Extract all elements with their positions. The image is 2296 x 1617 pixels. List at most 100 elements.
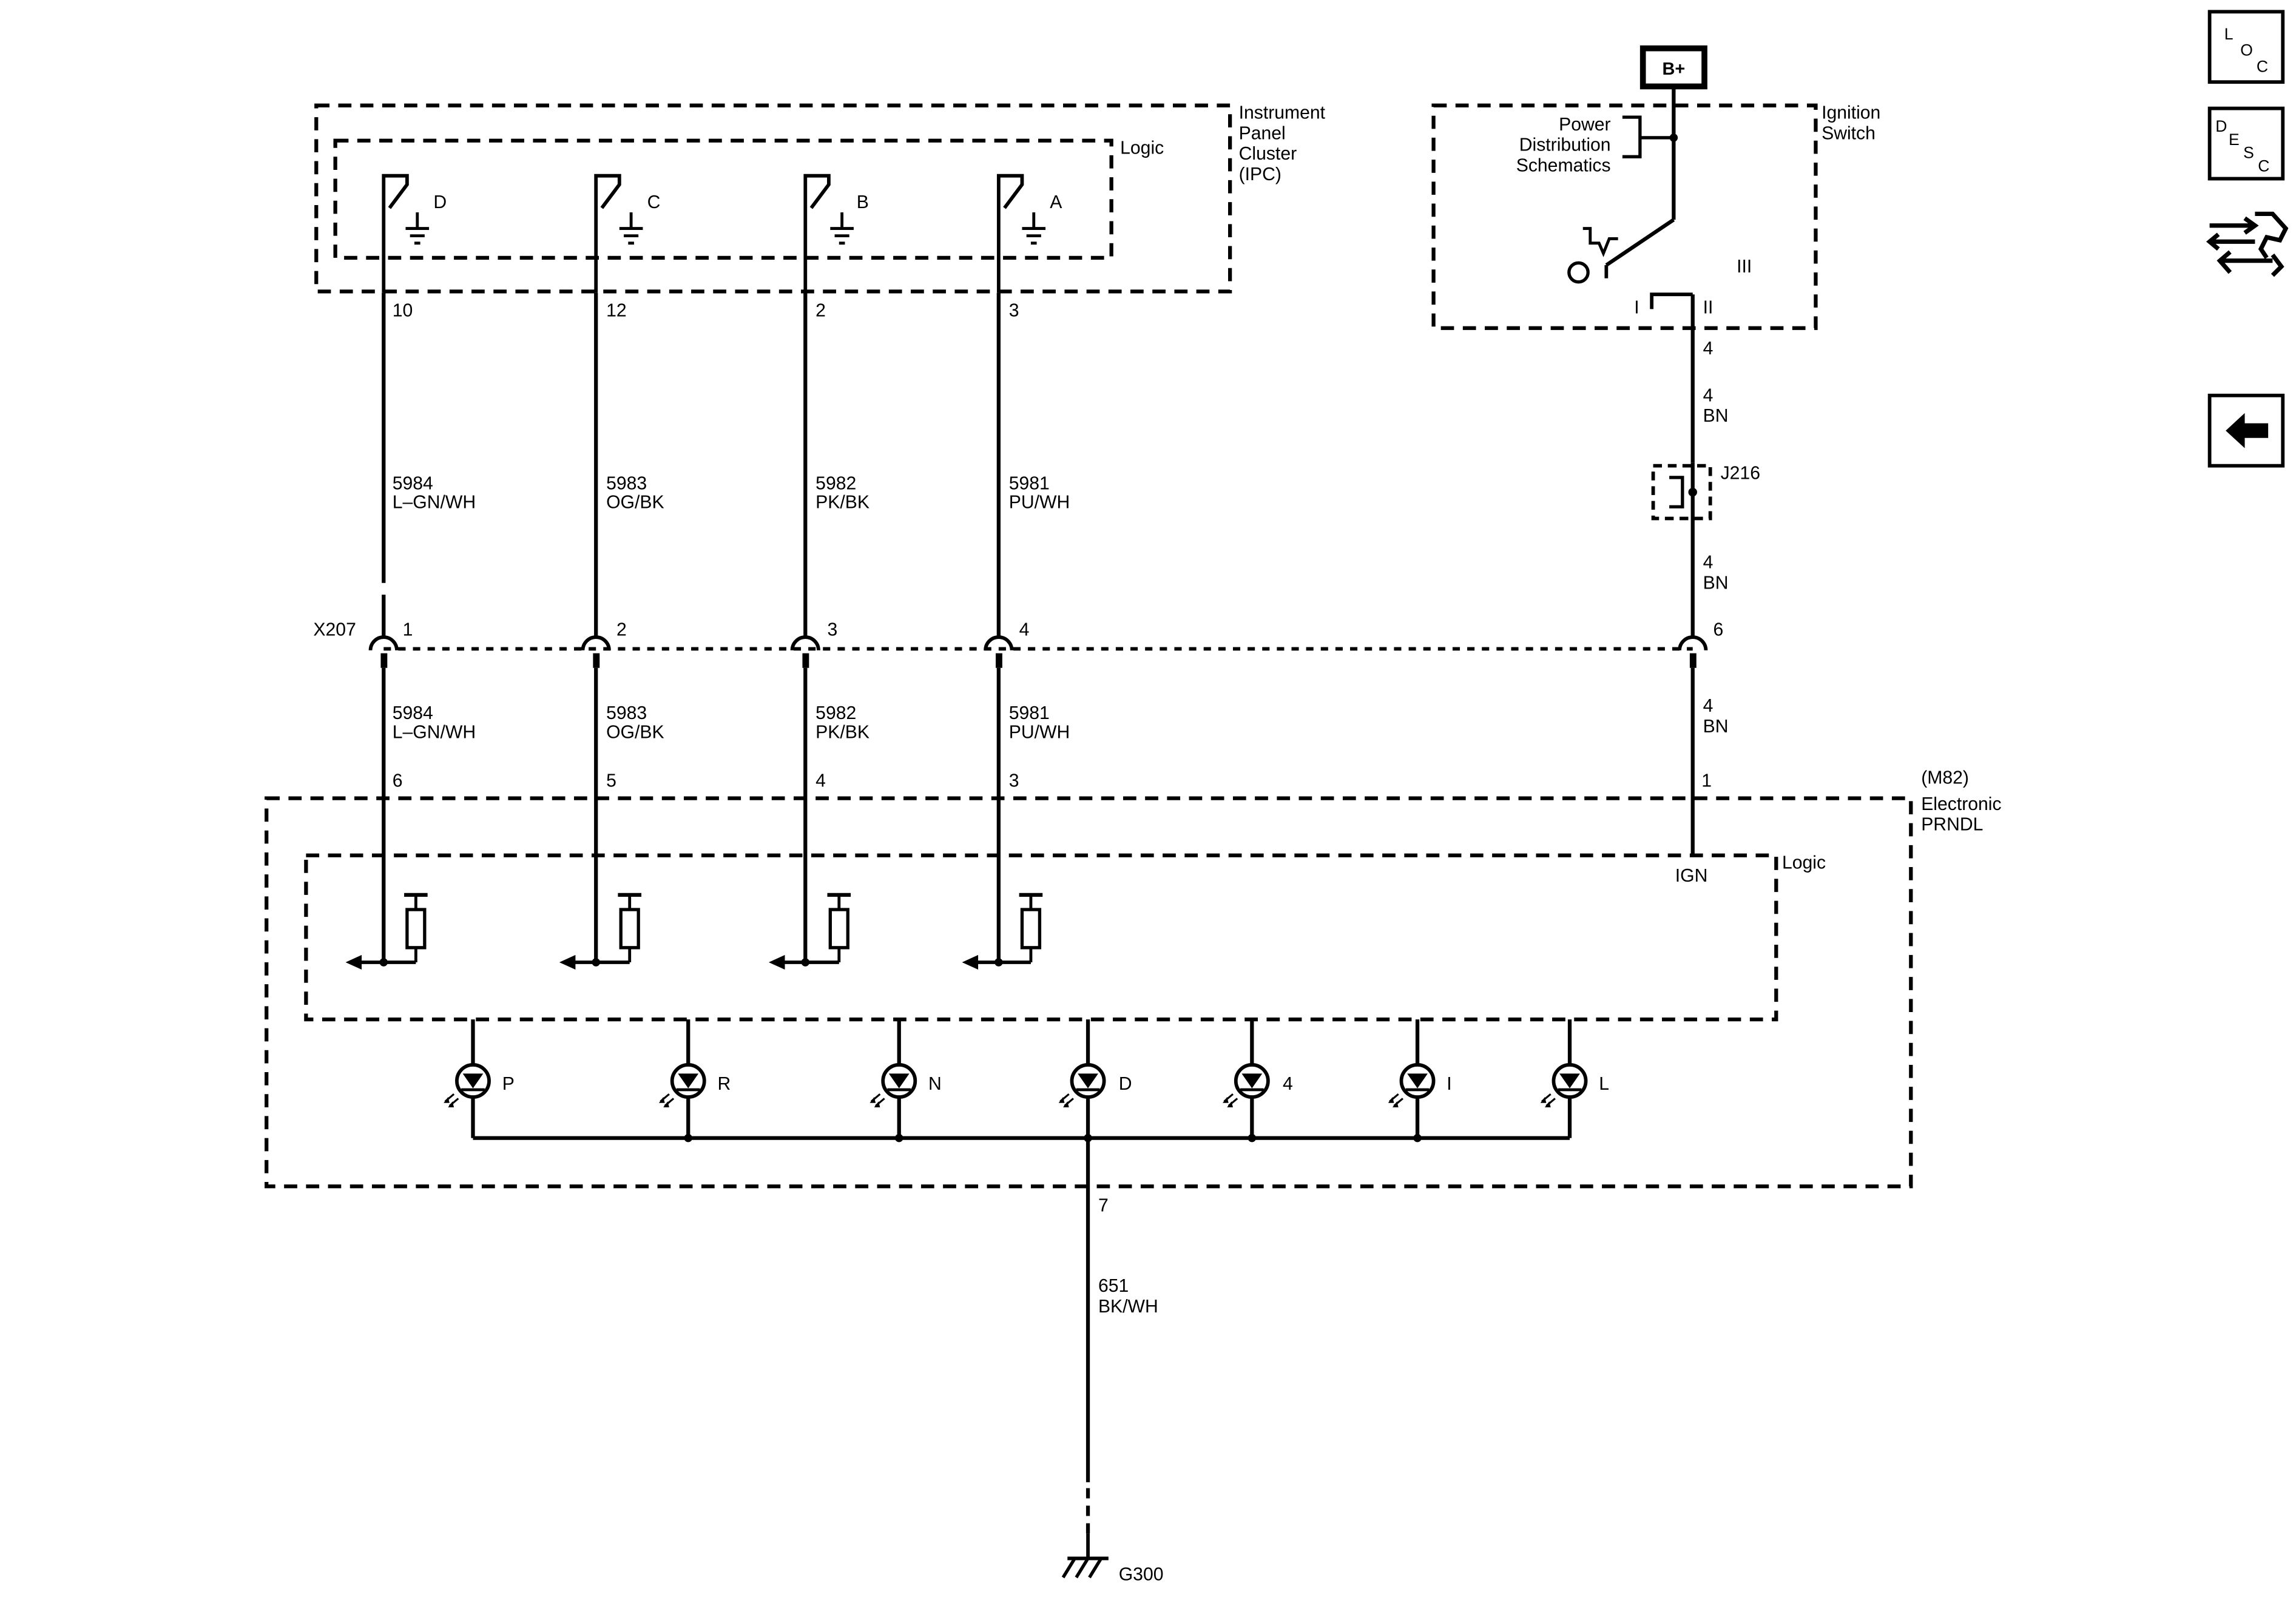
led-i-label: I: [1447, 1074, 1451, 1094]
ipc-label-line1: Instrument: [1239, 103, 1326, 123]
power-ref-line3: Schematics: [1516, 155, 1611, 175]
arrow-left-icon: [2226, 413, 2269, 448]
ipc-pin-2: 2: [815, 300, 826, 320]
prndl-input-circuit-1: [345, 893, 428, 970]
prndl-name-line2: PRNDL: [1921, 815, 1983, 835]
wire-5984-lower-color: L–GN/WH: [393, 723, 476, 743]
wire-5982-upper-circuit: 5982: [815, 473, 856, 493]
ignition-pin-4: 4: [1703, 339, 1714, 359]
led-4-label: 4: [1283, 1074, 1293, 1094]
ipc-pin-12: 12: [606, 300, 627, 320]
connector-x207: X207 1 2 3 4 6: [313, 620, 1723, 668]
wire-5981-lower-circuit: 5981: [1009, 703, 1050, 723]
prndl-logic-label: Logic: [1782, 852, 1826, 873]
splice-j216-label: J216: [1721, 463, 1760, 483]
x207-pin-6-symbol: [1678, 635, 1708, 668]
prndl-ign-label: IGN: [1675, 866, 1708, 886]
splice-j216: J216: [1651, 463, 1760, 521]
ignition-switch-blade: [1605, 218, 1675, 267]
connector-end-view-icon[interactable]: [2206, 211, 2289, 277]
desc-d: D: [2215, 117, 2227, 135]
ipc-switch-d: D: [382, 174, 447, 293]
power-ref-line2: Distribution: [1519, 135, 1611, 155]
switch-c-label: C: [647, 192, 661, 212]
led-i: I: [1388, 1019, 1452, 1138]
wire-5981-lower-color: PU/WH: [1009, 723, 1070, 743]
ground-wire-color: BK/WH: [1098, 1297, 1158, 1317]
loc-l: L: [2224, 25, 2234, 43]
led-n-label: N: [928, 1074, 942, 1094]
x207-pin-6: 6: [1714, 620, 1724, 640]
led-r: R: [658, 1019, 731, 1138]
prndl-logic-outline: [304, 853, 1778, 1022]
wire-5981-upper-color: PU/WH: [1009, 493, 1070, 513]
ignition-switch-outline: [1431, 103, 1818, 330]
wire-5984-upper-color: L–GN/WH: [393, 493, 476, 513]
ign-wire-c-color: BN: [1703, 717, 1729, 737]
prndl-pin-1: 1: [1701, 771, 1712, 791]
ignition-pos-1: I: [1634, 298, 1639, 318]
ground-g300-symbol: [1061, 1533, 1109, 1579]
wire-5983-upper-color: OG/BK: [606, 493, 664, 513]
prndl-option-code: (M82): [1921, 768, 1969, 788]
wire-5984-upper-circuit: 5984: [393, 473, 433, 493]
ground-pin-7: 7: [1098, 1195, 1109, 1215]
instrument-panel-cluster: Instrument Panel Cluster (IPC) Logic D C: [314, 103, 1326, 320]
loc-button[interactable]: L O C: [2207, 10, 2285, 84]
prndl-outline: [265, 796, 1913, 1189]
x207-pin-2-symbol: [581, 635, 611, 668]
prndl-name-line1: Electronic: [1921, 794, 2001, 814]
ground-wire-circuit: 651: [1098, 1276, 1129, 1296]
prndl-input-circuit-2: [559, 893, 642, 970]
ground-g300-label: G300: [1119, 1565, 1164, 1585]
ipc-switch-a: A: [996, 174, 1062, 293]
prndl-pin-5: 5: [606, 771, 616, 791]
ipc-pin-10: 10: [393, 300, 413, 320]
x207-pin-1: 1: [403, 620, 413, 640]
ign-wire-a-circuit: 4: [1703, 385, 1714, 405]
x207-pin-3: 3: [827, 620, 837, 640]
ipc-switch-b: B: [803, 174, 869, 293]
ignition-key-cylinder: [1567, 261, 1590, 284]
led-4: 4: [1223, 1019, 1293, 1138]
x207-pin-2: 2: [616, 620, 627, 640]
ignition-switch: B+ Ignition Switch Power Distribution Sc…: [1431, 45, 1880, 856]
ignition-pos-3: III: [1737, 257, 1752, 277]
back-button[interactable]: [2207, 393, 2285, 468]
electronic-prndl-module: (M82) Electronic PRNDL Logic 6 5 4 3 1 I…: [265, 768, 2002, 1189]
wire-5983-upper-circuit: 5983: [606, 473, 647, 493]
ign-wire-b-color: BN: [1703, 573, 1729, 593]
desc-button[interactable]: D E S C: [2207, 106, 2285, 181]
ipc-switch-c: C: [594, 174, 661, 293]
ign-wire-b-circuit: 4: [1703, 553, 1714, 573]
lower-wires: 5984 L–GN/WH 5983 OG/BK 5982 PK/BK 5981 …: [382, 667, 1070, 962]
led-n: N: [869, 1019, 942, 1138]
upper-wires: 5984 L–GN/WH 5983 OG/BK 5982 PK/BK 5981 …: [382, 292, 1070, 636]
wire-5982-lower-circuit: 5982: [815, 703, 856, 723]
led-p-label: P: [502, 1074, 515, 1094]
desc-c: C: [2258, 157, 2269, 175]
led-l: L: [1540, 1019, 1609, 1138]
ipc-label-line4: (IPC): [1239, 164, 1281, 184]
wire-5983-lower-color: OG/BK: [606, 723, 664, 743]
wire-5983-lower-circuit: 5983: [606, 703, 647, 723]
desc-s: S: [2243, 144, 2254, 162]
ign-wire-a-color: BN: [1703, 406, 1729, 426]
prndl-input-circuit-4: [962, 893, 1043, 970]
ipc-logic-label: Logic: [1120, 138, 1164, 158]
wire-5982-lower-color: PK/BK: [815, 723, 869, 743]
prndl-input-circuit-3: [768, 893, 851, 970]
prndl-pin-6: 6: [393, 771, 403, 791]
led-d-label: D: [1119, 1074, 1132, 1094]
x207-pin-4-symbol: [984, 635, 1014, 668]
switch-b-label: B: [857, 192, 869, 212]
ign-wire-c-circuit: 4: [1703, 696, 1714, 716]
prndl-pin-4: 4: [815, 771, 826, 791]
x207-label: X207: [313, 620, 356, 640]
b-plus-label: B+: [1662, 59, 1685, 79]
wire-5981-upper-circuit: 5981: [1009, 473, 1050, 493]
switch-d-label: D: [433, 192, 447, 212]
ipc-pin-3: 3: [1009, 300, 1019, 320]
led-d: D: [1058, 1019, 1132, 1138]
